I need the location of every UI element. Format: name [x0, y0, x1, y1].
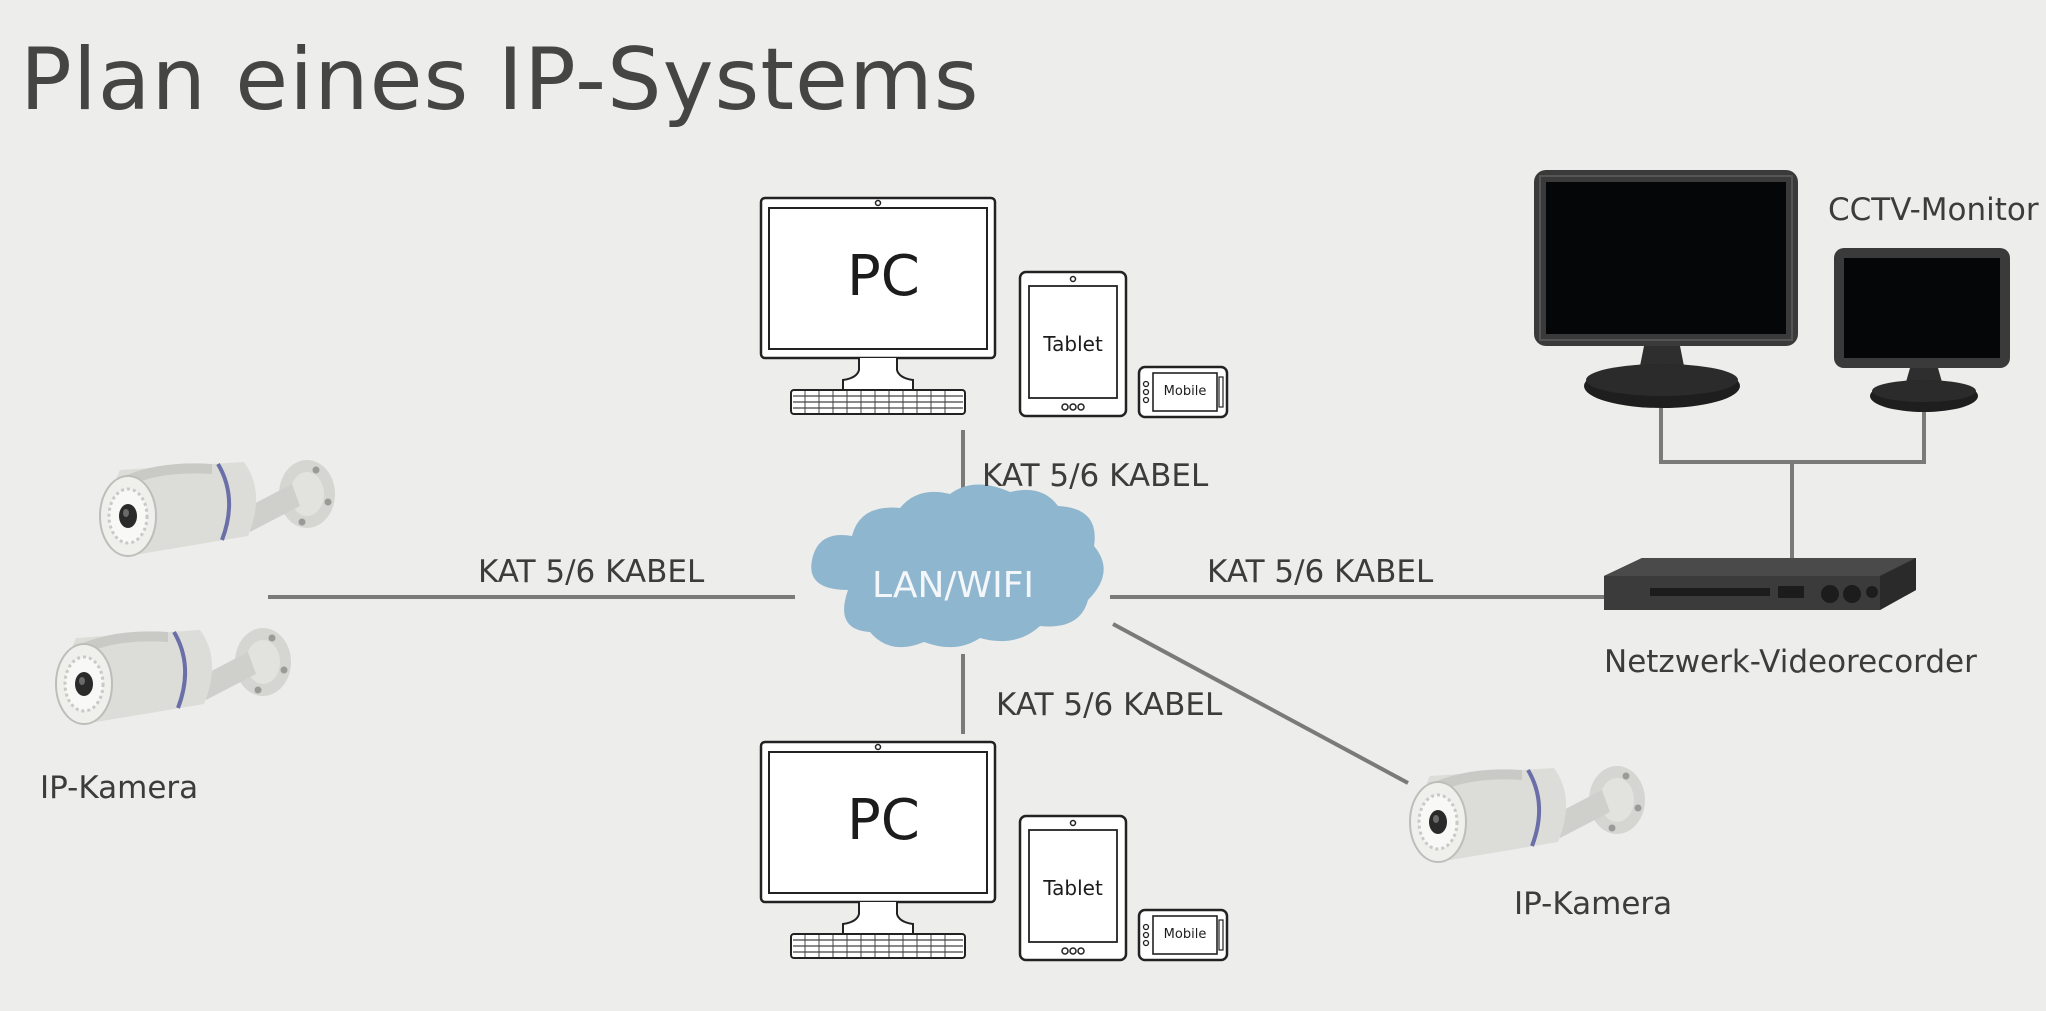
cctv-monitor-label: CCTV-Monitor — [1828, 192, 2039, 228]
nvr-label: Netzwerk-Videorecorder — [1604, 644, 1977, 680]
mobile-bottom-label: Mobile — [1163, 927, 1207, 942]
lan-wifi-cloud — [811, 484, 1104, 648]
cctv-monitor-large-icon — [1534, 170, 1798, 408]
cctv-monitor-small-icon — [1834, 248, 2010, 412]
pc-bottom-label: PC — [847, 788, 920, 853]
connection-lines — [268, 408, 1926, 785]
cable-line-right-camera — [1112, 622, 1409, 785]
ip-camera-icon-1 — [98, 458, 337, 558]
hub-label: LAN/WIFI — [871, 565, 1035, 606]
mobile-top-label: Mobile — [1163, 384, 1207, 399]
ip-camera-right-label: IP-Kamera — [1514, 886, 1673, 922]
cable-label-top: KAT 5/6 KABEL — [982, 458, 1209, 494]
network-video-recorder-icon — [1604, 558, 1916, 610]
tablet-bottom-label: Tablet — [1043, 876, 1103, 900]
cable-label-bottom: KAT 5/6 KABEL — [996, 687, 1223, 723]
ip-camera-icon-2 — [54, 626, 293, 726]
tablet-top-label: Tablet — [1043, 332, 1103, 356]
ip-camera-left-label: IP-Kamera — [40, 770, 199, 806]
monitor-nvr-wiring — [1659, 408, 1926, 560]
cable-label-left: KAT 5/6 KABEL — [478, 554, 705, 590]
diagram-title: Plan eines IP-Systems — [20, 30, 980, 130]
cable-label-right: KAT 5/6 KABEL — [1207, 554, 1434, 590]
ip-camera-icon-3 — [1408, 764, 1647, 864]
pc-top-label: PC — [847, 244, 920, 309]
